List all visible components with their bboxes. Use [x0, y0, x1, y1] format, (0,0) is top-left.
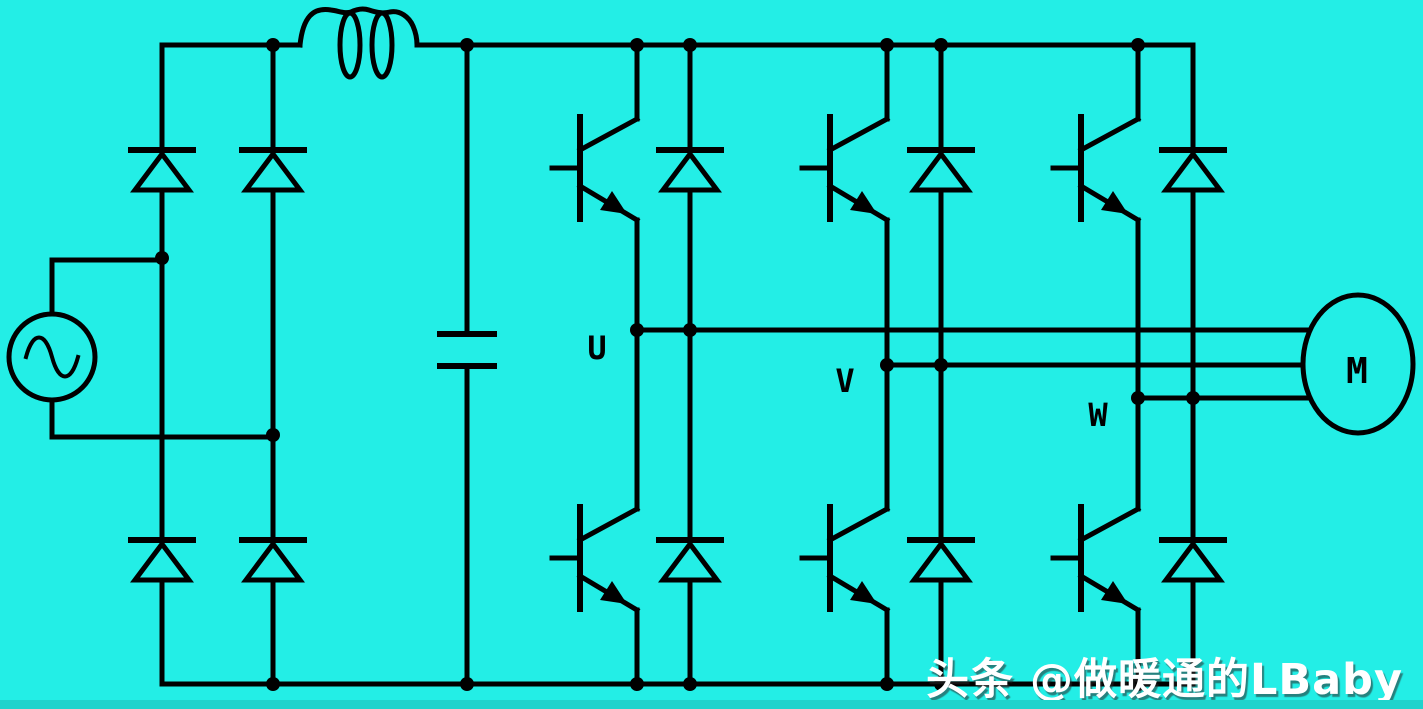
- ac-source: [6, 257, 276, 440]
- phase-v-label: V: [835, 362, 854, 400]
- freewheel-diode-u-bottom: [659, 540, 721, 580]
- watermark-text: 头条 @做暖通的LBaby: [926, 655, 1403, 705]
- freewheel-diode-v-bottom: [910, 540, 972, 580]
- igbt-u-bottom: [552, 507, 637, 610]
- inverter-leg-v: [802, 42, 1306, 687]
- motor: M: [1300, 292, 1416, 436]
- igbt-u-top: [552, 117, 637, 220]
- motor-label: M: [1346, 351, 1368, 392]
- junction-dots: [155, 38, 1200, 691]
- freewheel-diode-v-top: [910, 150, 972, 190]
- igbt-v-bottom: [802, 507, 887, 610]
- dc-link-capacitor: [437, 42, 497, 687]
- inverter-leg-w: [1053, 42, 1310, 687]
- dc-link-inductor: [297, 6, 420, 80]
- phase-u-label: U: [587, 329, 606, 367]
- freewheel-diode-w-bottom: [1162, 540, 1224, 580]
- rectifier-diode-top-right: [242, 150, 304, 190]
- freewheel-diode-u-top: [659, 150, 721, 190]
- bridge-rectifier: [131, 42, 304, 687]
- rectifier-diode-bottom-right: [242, 540, 304, 580]
- igbt-w-top: [1053, 117, 1138, 220]
- phase-w-label: W: [1088, 396, 1108, 434]
- igbt-v-top: [802, 117, 887, 220]
- rectifier-diode-bottom-left: [131, 540, 193, 580]
- rectifier-diode-top-left: [131, 150, 193, 190]
- igbt-w-bottom: [1053, 507, 1138, 610]
- bottom-edge-strip: [0, 700, 1423, 709]
- freewheel-diode-w-top: [1162, 150, 1224, 190]
- sine-wave-icon: [23, 335, 81, 379]
